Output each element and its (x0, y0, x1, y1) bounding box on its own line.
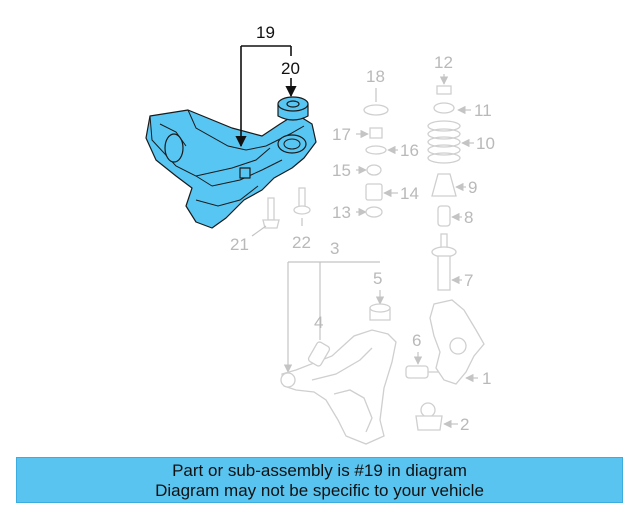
bolt-part-21[interactable] (251, 197, 280, 237)
callout-22: 22 (292, 233, 311, 252)
callout-2: 2 (460, 415, 469, 434)
callout-1: 1 (482, 369, 491, 388)
control-arm-part-3[interactable] (280, 261, 397, 445)
callout-13: 13 (332, 203, 351, 222)
boot-part-9[interactable] (431, 173, 466, 197)
washer-part-13[interactable] (356, 206, 383, 218)
callout-21: 21 (230, 235, 249, 254)
callout-6: 6 (412, 331, 421, 350)
callout-17: 17 (332, 125, 351, 144)
bushing-part-14[interactable] (365, 183, 398, 201)
callout-5: 5 (373, 269, 382, 288)
ball-joint-part-2[interactable] (415, 402, 458, 431)
subframe-part-19[interactable] (145, 109, 317, 229)
info-banner: Part or sub-assembly is #19 in diagram D… (16, 457, 623, 503)
callout-9: 9 (468, 178, 477, 197)
callout-20: 20 (281, 59, 300, 78)
callout-3: 3 (330, 239, 339, 258)
banner-line-part-number: Part or sub-assembly is #19 in diagram (172, 461, 467, 480)
callout-10: 10 (476, 134, 495, 153)
bump-stop-part-8[interactable] (437, 205, 462, 227)
callout-4: 4 (314, 313, 323, 332)
ball-joint-part-6[interactable] (405, 352, 440, 379)
nut-part-12[interactable] (436, 74, 452, 95)
nut-part-17[interactable] (356, 127, 383, 139)
callout-15: 15 (332, 161, 351, 180)
washer-part-11[interactable] (433, 102, 471, 115)
strut-part-7[interactable] (431, 233, 462, 291)
callout-12: 12 (434, 53, 453, 72)
banner-line-disclaimer: Diagram may not be specific to your vehi… (155, 481, 484, 500)
callout-8: 8 (464, 208, 473, 227)
bushing-part-4[interactable] (307, 341, 331, 367)
callout-14: 14 (400, 184, 419, 203)
callout-7: 7 (464, 271, 473, 290)
callout-19-leaders (235, 45, 297, 148)
callout-16: 16 (400, 141, 419, 160)
bolt-part-22[interactable] (293, 187, 311, 226)
callout-19: 19 (256, 23, 275, 42)
washer-part-16[interactable] (365, 145, 398, 155)
callout-11: 11 (474, 101, 492, 120)
mount-plate-part-18[interactable] (363, 88, 389, 116)
bushing-part-5[interactable] (369, 290, 391, 321)
callout-18: 18 (366, 67, 385, 86)
washer-part-15[interactable] (356, 164, 382, 176)
mount-bushing-part-20[interactable] (277, 96, 309, 121)
steering-knuckle-part-1[interactable] (429, 299, 485, 385)
coil-spring-part-10[interactable] (427, 120, 474, 164)
